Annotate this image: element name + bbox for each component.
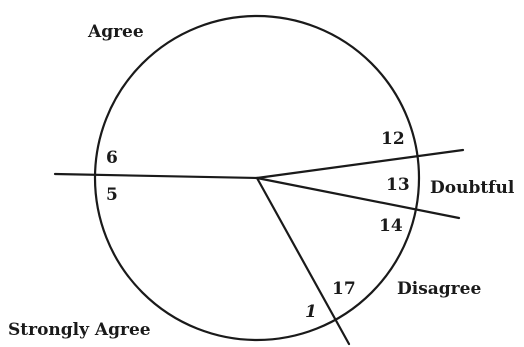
number-12: 12 (381, 129, 405, 149)
divider-line-upper-right (255, 148, 465, 180)
number-13: 13 (386, 175, 410, 195)
label-agree: Agree (87, 22, 144, 42)
label-doubtful: Doubtful (430, 178, 515, 198)
divider-line-left (53, 172, 259, 180)
number-17: 17 (332, 279, 356, 299)
label-strongly-agree: Strongly Agree (8, 320, 151, 340)
number-14: 14 (379, 216, 403, 236)
number-1: 1 (305, 302, 317, 322)
label-disagree: Disagree (397, 279, 481, 299)
divider-line-bottom (255, 176, 351, 346)
number-6: 6 (106, 148, 118, 168)
diagram-circle (93, 14, 421, 342)
number-5: 5 (106, 185, 118, 205)
divider-line-lower-right (255, 176, 461, 220)
